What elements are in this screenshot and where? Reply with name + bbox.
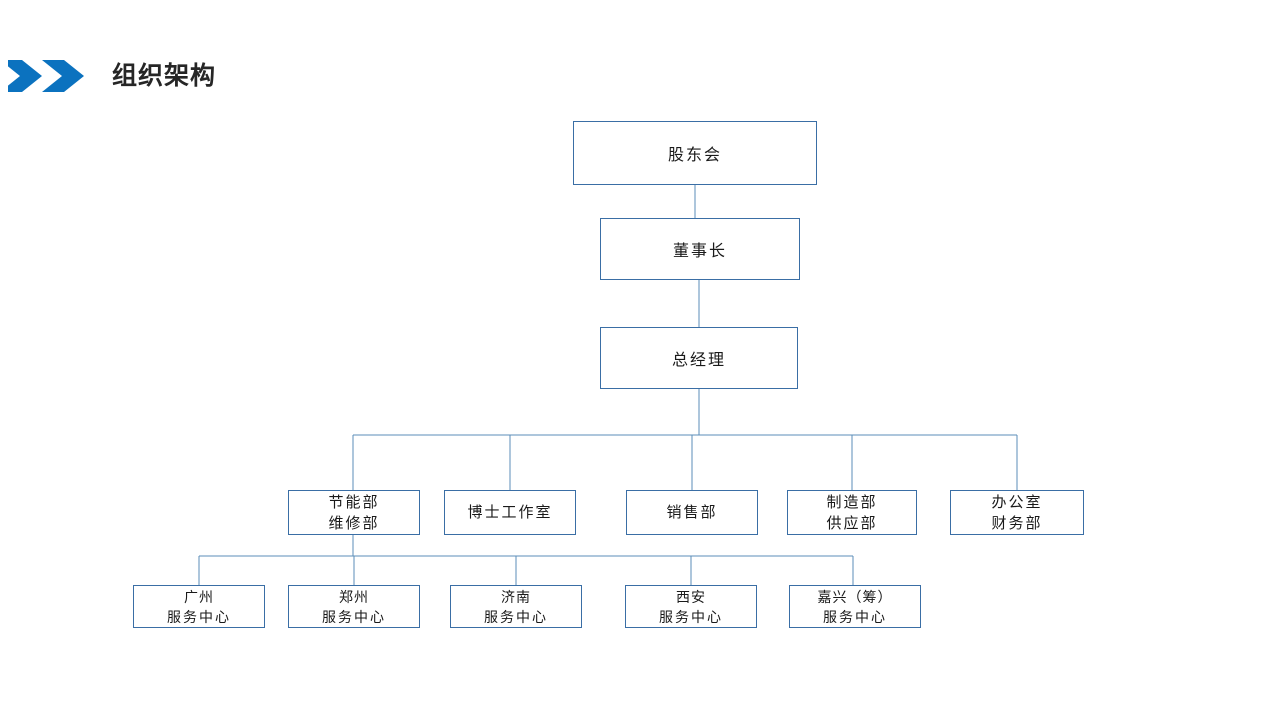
chevron-shape-1 — [0, 60, 42, 92]
org-node-label: 总经理 — [671, 352, 726, 369]
org-node-general-manager[interactable]: 总经理 — [600, 327, 798, 389]
org-node-jinan-center[interactable]: 济南 服务中心 — [450, 585, 582, 628]
org-node-energy-maintenance[interactable]: 节能部 维修部 — [288, 490, 420, 535]
org-node-label-line2: 服务中心 — [322, 608, 386, 625]
org-node-label: 董事长 — [672, 243, 727, 260]
org-node-label-line1: 制造部 — [826, 493, 878, 511]
org-node-label-line1: 办公室 — [991, 493, 1043, 511]
org-node-shareholders[interactable]: 股东会 — [573, 121, 817, 185]
org-node-label-line2: 服务中心 — [659, 608, 723, 625]
org-node-chairman[interactable]: 董事长 — [600, 218, 800, 280]
org-node-office-finance[interactable]: 办公室 财务部 — [950, 490, 1084, 535]
org-node-label-line1: 西安 — [676, 588, 706, 605]
org-node-doctoral-studio[interactable]: 博士工作室 — [444, 490, 576, 535]
org-node-label-line2: 供应部 — [826, 514, 878, 532]
org-node-label-line2: 服务中心 — [484, 608, 548, 625]
org-node-label-line2: 服务中心 — [823, 608, 887, 625]
org-node-jiaxing-center[interactable]: 嘉兴（筹） 服务中心 — [789, 585, 921, 628]
org-node-sales[interactable]: 销售部 — [626, 490, 758, 535]
org-node-label-line1: 广州 — [184, 588, 214, 605]
double-chevron-right-icon — [0, 58, 86, 94]
org-node-zhengzhou-center[interactable]: 郑州 服务中心 — [288, 585, 420, 628]
org-node-label-line2: 财务部 — [991, 514, 1043, 532]
org-node-label-line1: 销售部 — [666, 504, 718, 521]
org-node-label-line1: 博士工作室 — [467, 504, 553, 521]
page-header: 组织架构 — [0, 50, 1280, 102]
org-node-label-line1: 嘉兴（筹） — [817, 588, 893, 605]
org-node-guangzhou-center[interactable]: 广州 服务中心 — [133, 585, 265, 628]
org-node-label-line1: 郑州 — [339, 588, 369, 605]
org-node-manufacture-supply[interactable]: 制造部 供应部 — [787, 490, 917, 535]
org-node-label: 股东会 — [667, 147, 722, 164]
org-node-label-line1: 节能部 — [328, 493, 380, 511]
page-title: 组织架构 — [112, 62, 217, 90]
org-node-label-line2: 服务中心 — [167, 608, 231, 625]
chevron-shape-2 — [42, 60, 84, 92]
org-node-label-line2: 维修部 — [328, 514, 380, 532]
org-node-xian-center[interactable]: 西安 服务中心 — [625, 585, 757, 628]
org-node-label-line1: 济南 — [501, 588, 531, 605]
